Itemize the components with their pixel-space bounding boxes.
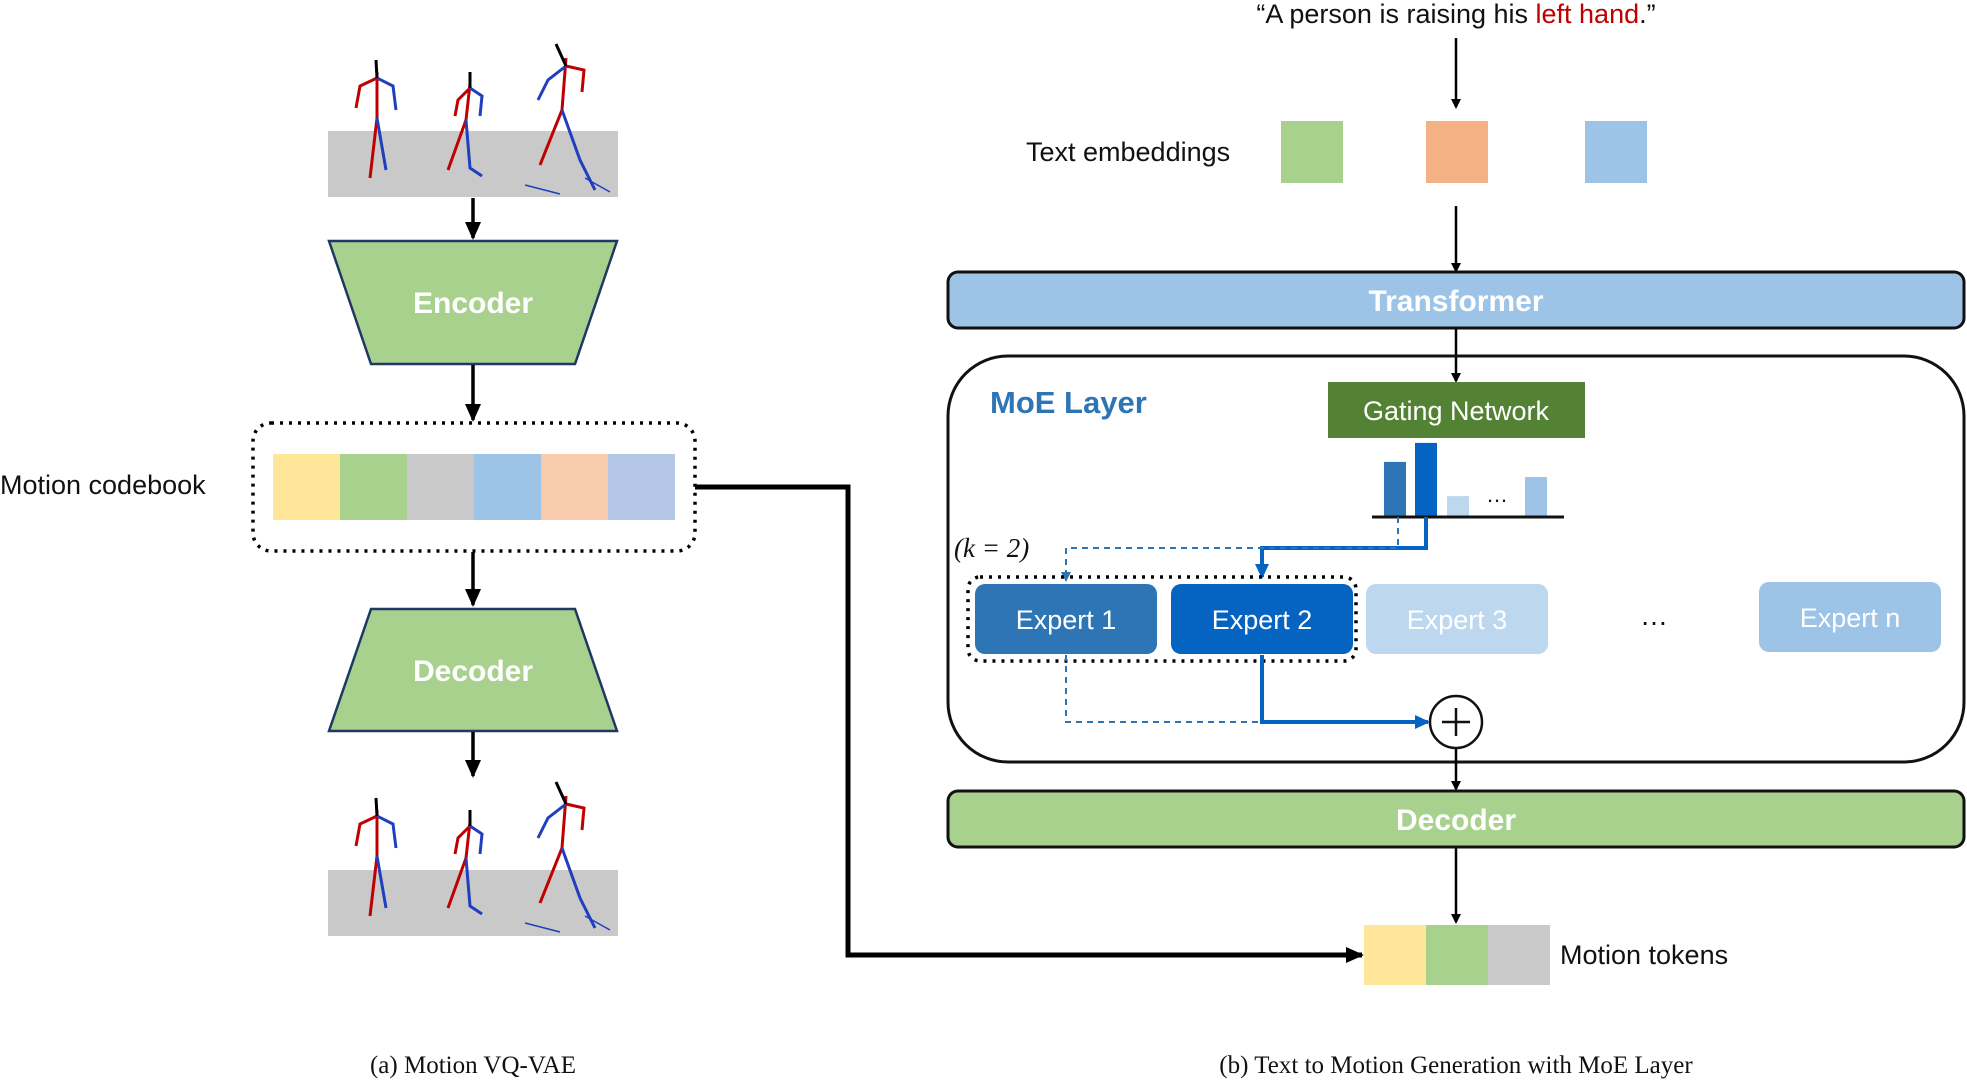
motion-token-yellow [1364,925,1426,985]
left-decoder-trapezoid [327,607,619,733]
expert-3-label: Expert 3 [1407,605,1508,635]
k-label: (k = 2) [954,533,1029,563]
motion-tokens-label: Motion tokens [1560,940,1728,970]
experts-ellipsis: … [1640,600,1668,631]
gating-score-bar-4 [1525,477,1547,517]
transformer-block [946,270,1966,330]
moe-layer-label: MoE Layer [990,385,1147,420]
transformer-label: Transformer [1368,285,1543,318]
sum-node [1428,694,1484,750]
motion-token-green [1426,925,1488,985]
skeleton-figure-1 [354,59,398,179]
left-decoder-label: Decoder [413,655,533,688]
top-k-dotted-frame [966,575,1358,663]
skeleton-figure-out-3 [524,781,611,933]
expert-2-box [1171,584,1353,654]
skeleton-figure-out-1 [354,797,398,917]
left-caption: (a) Motion VQ-VAE [370,1052,576,1079]
codebook-entry-peach [541,454,608,520]
skeleton-figure-out-2 [446,810,484,916]
output-motion-strip [328,781,618,936]
motion-codebook [273,454,675,520]
text-embedding-orange [1426,121,1488,183]
expert-3-box [1366,584,1548,654]
motion-token-gray [1488,925,1550,985]
gating-network-label: Gating Network [1363,396,1550,426]
skeleton-figure-3 [524,43,611,195]
expert-1-output [1065,655,1262,723]
codebook-dotted-frame [251,421,697,553]
gating-score-bar-1 [1384,461,1406,517]
codebook-entry-yellow [273,454,340,520]
text-embedding-blue [1585,121,1647,183]
route-to-expert-1 [1061,517,1399,582]
codebook-entry-lavender [608,454,675,520]
gating-scores [1384,442,1547,517]
expert-1-box [975,584,1157,654]
skeleton-figure-2 [446,72,484,178]
encoder-label: Encoder [413,287,533,320]
encoder-trapezoid [327,239,619,366]
text-prompt: “A person is raising his left hand.” [1256,0,1655,29]
codebook-label: Motion codebook [0,470,206,500]
right-caption: (b) Text to Motion Generation with MoE L… [1219,1052,1693,1079]
input-motion-strip [328,43,618,197]
route-to-expert-2 [1255,517,1428,579]
text-embedding-green [1281,121,1343,183]
expert-2-label: Expert 2 [1212,605,1313,635]
gating-network-box [1328,382,1585,438]
gating-score-bar-3 [1447,496,1469,517]
text-embeddings-label: Text embeddings [1026,137,1230,167]
codebook-entry-blue [474,454,541,520]
right-decoder-label: Decoder [1396,804,1516,837]
codebook-to-tokens-connector [695,484,1364,963]
gating-bars-ellipsis: … [1486,482,1508,507]
expert-2-output [1260,655,1430,729]
expert-1-label: Expert 1 [1016,605,1117,635]
expert-n-label: Expert n [1800,603,1901,633]
gating-score-bar-2 [1415,442,1437,517]
codebook-entry-green [340,454,407,520]
codebook-entry-gray [407,454,474,520]
motion-tokens [1364,925,1550,985]
right-decoder-block [946,789,1966,849]
prompt-highlight: left hand [1536,0,1640,29]
expert-n-box [1759,582,1941,652]
